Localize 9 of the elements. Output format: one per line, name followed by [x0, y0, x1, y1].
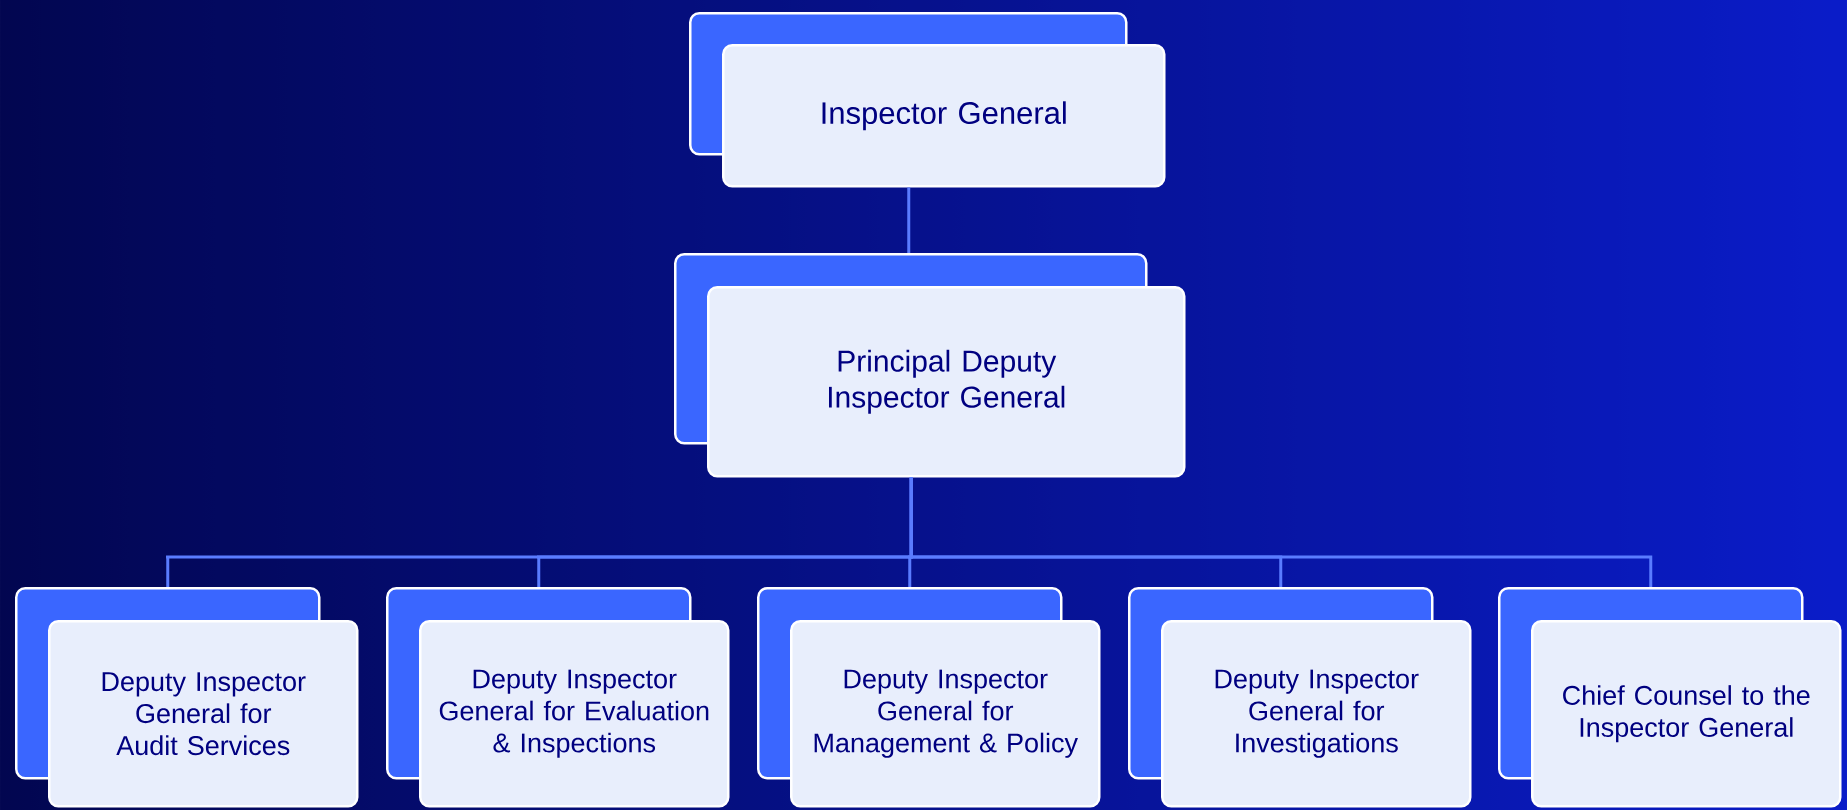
org-box: Principal Deputy Inspector General: [674, 253, 1186, 478]
org-box: Deputy Inspector General for Audit Services: [15, 587, 359, 808]
org-box: Deputy Inspector General for Management & Policy: [757, 587, 1101, 808]
org-box: Inspector General: [689, 12, 1166, 188]
connector-line: [909, 477, 1653, 587]
org-box: Deputy Inspector General for Evaluation & Inspections: [386, 587, 730, 808]
connector-line: [907, 187, 911, 253]
org-box: Chief Counsel to the Inspector General: [1498, 587, 1842, 808]
org-box: Deputy Inspector General for Investigations: [1128, 587, 1472, 808]
